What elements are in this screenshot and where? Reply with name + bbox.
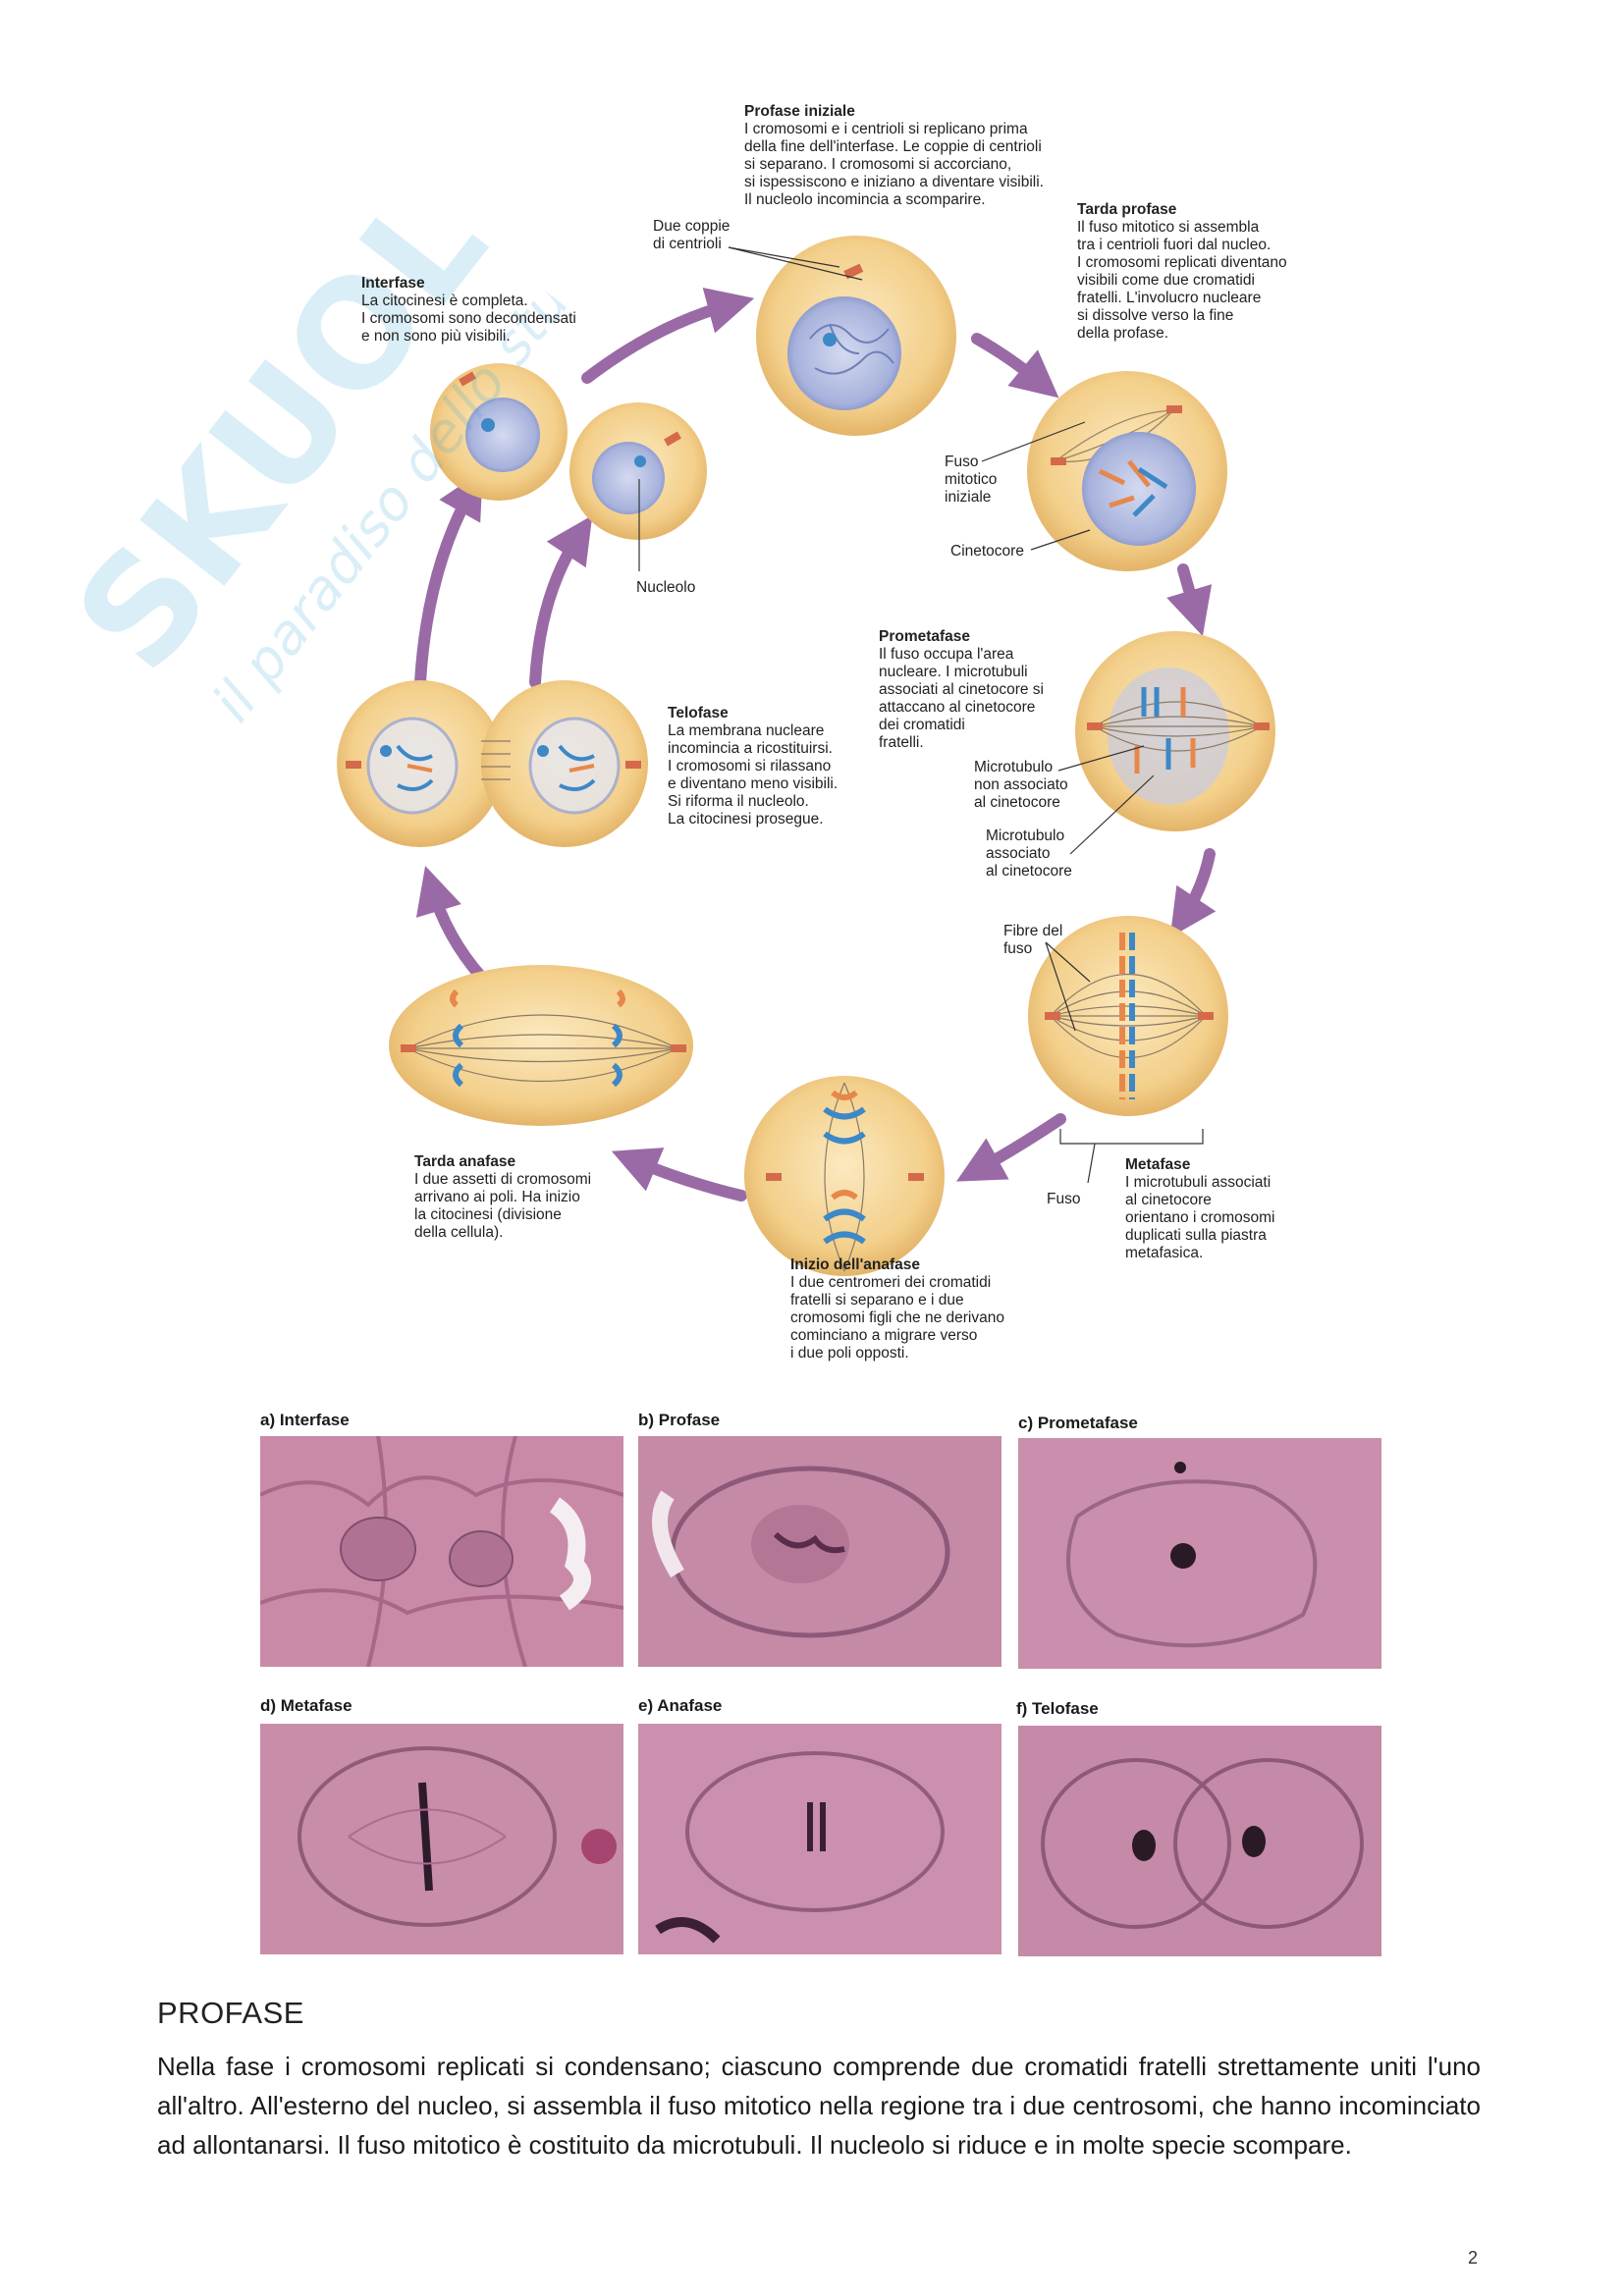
- photo-anafase: [638, 1724, 1001, 1954]
- label-fuso: Fuso: [1047, 1191, 1081, 1207]
- arrow-tarda-to-telofase: [415, 866, 487, 983]
- photo-profase: [638, 1436, 1001, 1667]
- caption-tarda-anafase: Tarda anafase I due assetti di cromosomi…: [414, 1153, 592, 1241]
- label-cinetocore: Cinetocore: [950, 543, 1024, 560]
- photo-interfase: [260, 1436, 623, 1667]
- photo-label-prometafase: c) Prometafase: [1018, 1414, 1138, 1432]
- arrow-interfase-to-profase: [581, 288, 755, 384]
- section-heading: PROFASE: [157, 1996, 304, 2030]
- caption-metafase: Metafase I microtubuli associati al cine…: [1125, 1156, 1275, 1261]
- caption-tarda-profase: Tarda profase Il fuso mitotico si assemb…: [1077, 201, 1287, 342]
- arrow-profase-to-tarda: [971, 333, 1059, 399]
- tarda-anafase-cell: [389, 965, 693, 1126]
- prometafase-cell: [1075, 631, 1275, 831]
- interfase-cell-2: [569, 402, 707, 540]
- mitosis-cycle-diagram: [337, 236, 1275, 1276]
- body-paragraph: Nella fase i cromosomi replicati si cond…: [157, 2052, 1481, 2160]
- inizio-anafase-cell: [744, 1076, 945, 1276]
- arrow-prometafase-to-metafase: [1169, 848, 1217, 937]
- photo-label-profase: b) Profase: [638, 1411, 721, 1429]
- arrow-anafase-to-tarda: [611, 1148, 747, 1201]
- caption-inizio-anafase: Inizio dell'anafase I due centromeri dei…: [790, 1256, 1004, 1362]
- caption-profase-iniziale: Profase iniziale I cromosomi e i centrio…: [744, 103, 1044, 208]
- photo-label-telofase: f) Telofase: [1016, 1699, 1099, 1718]
- metafase-cell: [1028, 916, 1228, 1116]
- caption-prometafase: Prometafase Il fuso occupa l'area nuclea…: [879, 628, 1044, 751]
- profase-iniziale-cell: [756, 236, 956, 436]
- label-nucleolo: Nucleolo: [636, 579, 696, 596]
- leader-lines: [638, 246, 1204, 1184]
- photo-metafase: [260, 1724, 623, 1954]
- photo-label-anafase: e) Anafase: [638, 1696, 723, 1715]
- arrow-telofase-to-interfase-left: [414, 470, 483, 688]
- telofase-cell: [337, 680, 648, 847]
- photo-label-metafase: d) Metafase: [260, 1696, 352, 1715]
- arrow-telofase-to-interfase-right: [529, 515, 593, 688]
- caption-interfase: Interfase La citocinesi è completa. I cr…: [361, 275, 576, 345]
- arrow-metafase-to-anafase: [955, 1113, 1066, 1182]
- caption-telofase: Telofase La membrana nucleare incomincia…: [668, 705, 839, 828]
- cycle-arrows: [414, 288, 1217, 1201]
- page-number: 2: [1468, 2248, 1479, 2268]
- photo-prometafase: [1018, 1438, 1381, 1669]
- tarda-profase-cell: [1027, 371, 1227, 571]
- photo-telofase: [1018, 1726, 1381, 1956]
- photo-label-interfase: a) Interfase: [260, 1411, 350, 1429]
- arrow-tarda-to-prometafase: [1166, 563, 1213, 636]
- interfase-cell-1: [430, 363, 568, 501]
